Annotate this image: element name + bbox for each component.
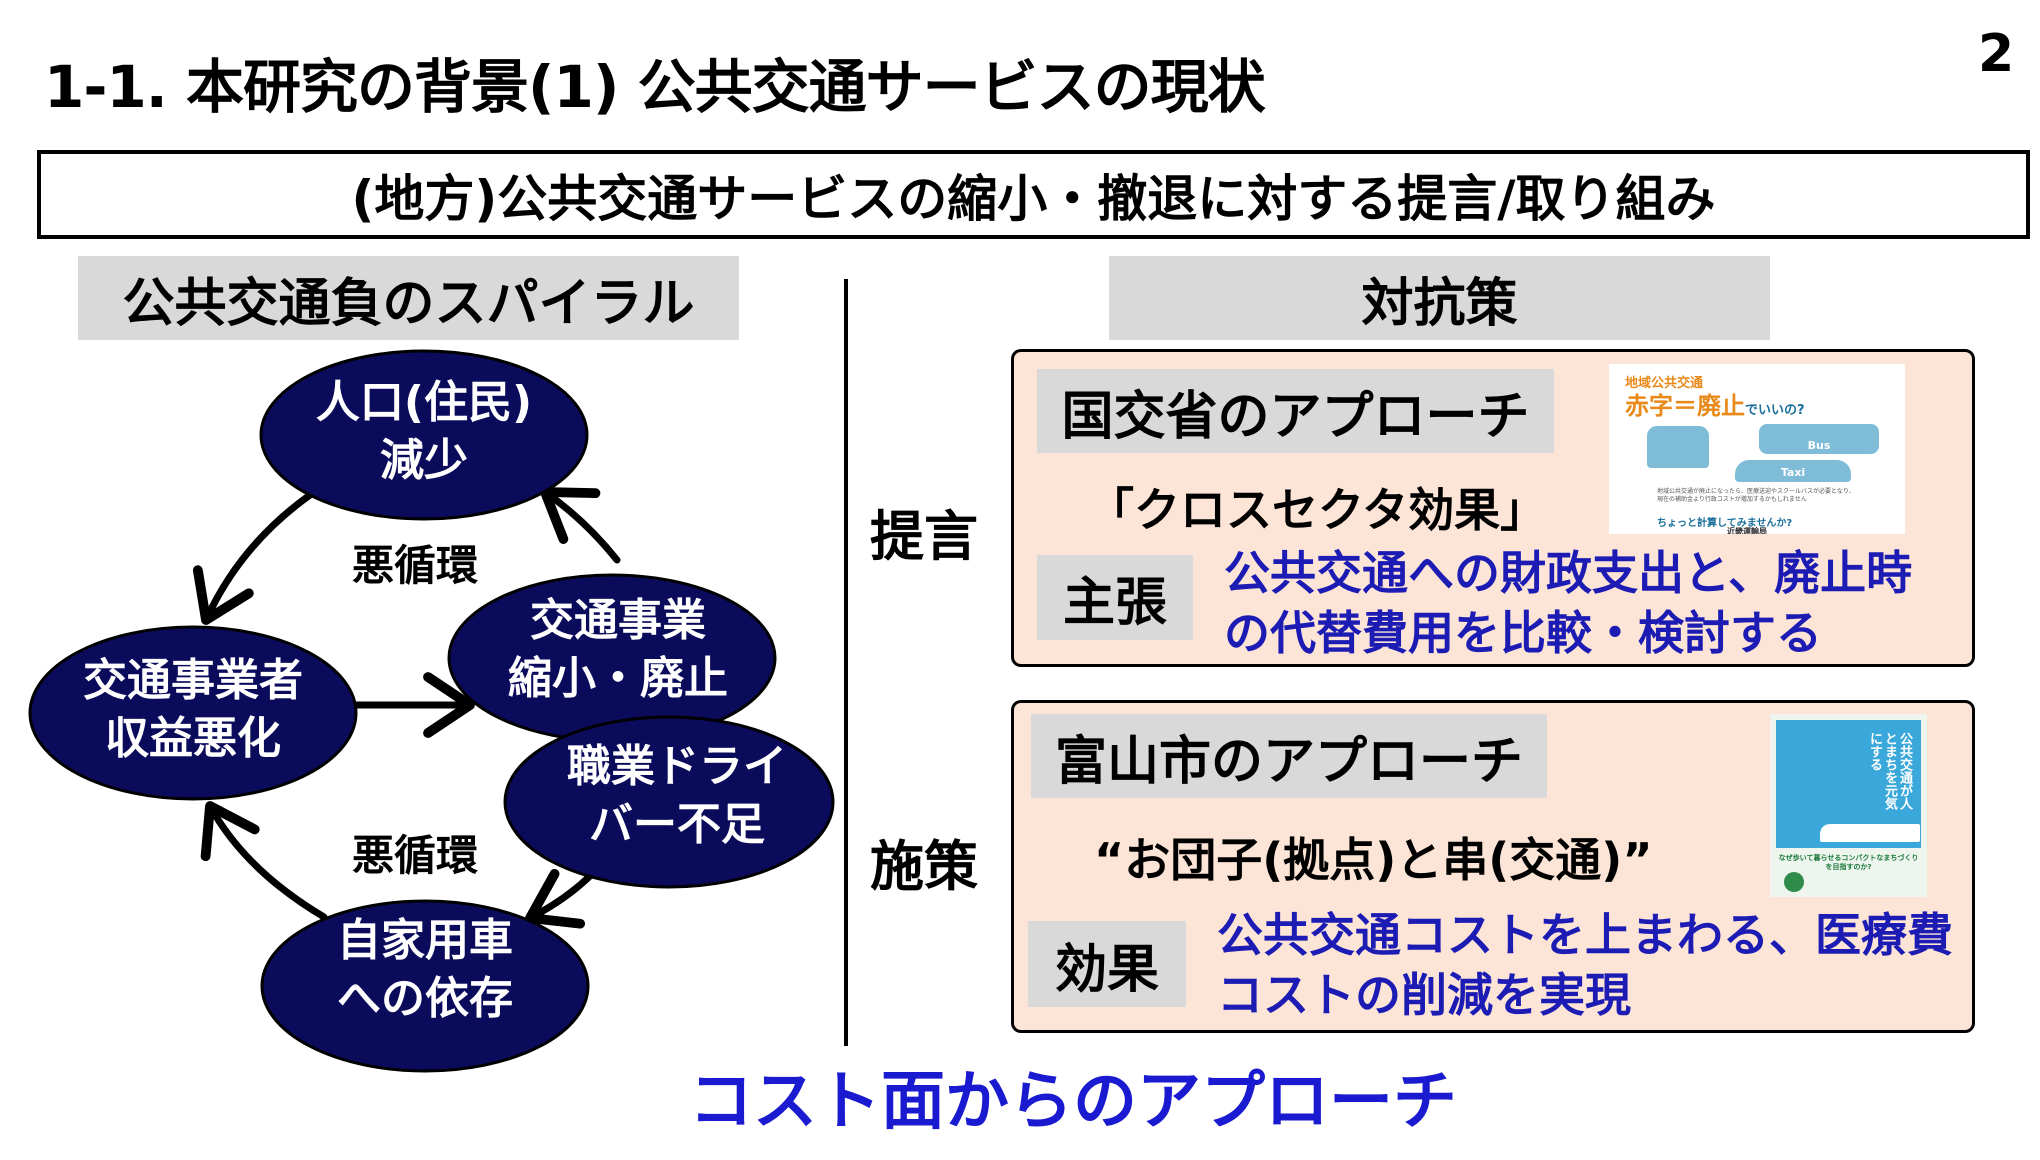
claim-label: 主張 [1037,555,1193,640]
vicious-cycle-label: 悪循環 [352,541,479,590]
effect-text: 公共交通コストを上まわる、医療費コストの削減を実現 [1217,908,1953,1022]
spiral-header-text: 公共交通負のスパイラル [122,273,695,334]
node-population-decline-label: 人口(住民)減少 [315,377,533,486]
cross-sector-quote: 「クロスセクタ効果」 [1088,483,1547,537]
spiral-header: 公共交通負のスパイラル [78,256,739,340]
toyama-approach-label: 富山市のアプローチ [1031,714,1547,798]
arrow-car-to-revenue [200,801,328,921]
countermeasures-header-text: 対抗策 [1361,273,1518,334]
slide-title: 1-1. 本研究の背景(1) 公共交通サービスの現状 [44,53,1266,121]
mlit-approach-label: 国交省のアプローチ [1037,369,1554,453]
toyama-book-image: 公共交通が人とまちを元気にする なぜ歩いて暮らせるコンパクトなまちづくりを目指す… [1770,714,1927,897]
node-revenue-decline-label: 交通事業者収益悪化 [83,655,303,764]
node-driver-shortage [503,715,835,889]
node-service-cut-label: 交通事業縮小・廃止 [508,595,728,704]
arrow-driver-to-car [525,868,594,929]
taxi-icon: Taxi [1735,460,1851,482]
arrow-service-to-population [540,487,621,564]
proposal-side-label: 提言 [870,505,978,568]
mlit-poster-image: 地域公共交通 赤字＝廃止でいいの? Bus Taxi 地域公共交通が廃止になった… [1609,364,1905,534]
bus-icon: Bus [1759,424,1879,454]
train-icon [1647,426,1709,468]
cost-approach-footer: コスト面からのアプローチ [689,1065,1457,1139]
vicious-cycle-label: 悪循環 [352,831,479,880]
column-divider [844,279,848,1046]
author-portrait [1784,872,1804,892]
page-number: 2 [1978,24,2015,84]
banner-text: (地方)公共交通サービスの縮小・撤退に対する提言/取り組み [351,169,1716,228]
node-population-decline [259,349,589,521]
claim-text: 公共交通への財政支出と、廃止時の代替費用を比較・検討する [1224,546,1913,660]
tram-icon [1820,824,1920,842]
node-driver-shortage-label: 職業ドライバー不足 [567,741,787,850]
dango-kushi-quote: “お団子(拠点)と串(交通)” [1094,833,1653,887]
countermeasures-header: 対抗策 [1109,256,1770,340]
node-revenue-decline [28,625,358,801]
arrow-population-to-revenue [192,491,314,625]
node-car-dependence-label: 自家用車への依存 [337,915,513,1024]
spiral-diagram [28,349,835,1073]
measure-side-label: 施策 [870,835,978,898]
effect-label: 効果 [1028,921,1186,1007]
topic-banner: (地方)公共交通サービスの縮小・撤退に対する提言/取り組み [37,150,2030,239]
node-car-dependence [260,899,590,1073]
